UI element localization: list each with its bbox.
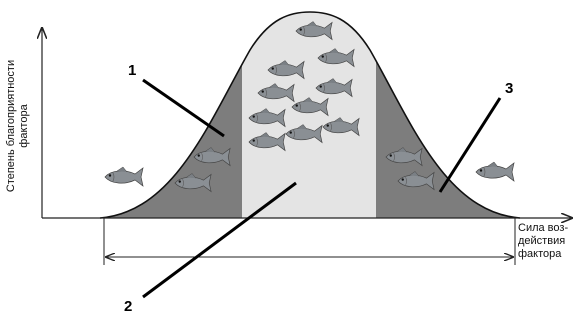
x-axis-label-line1: Сила воз- — [518, 222, 569, 234]
fish-icon — [104, 166, 144, 187]
y-axis-label: Степень благоприятности фактора — [5, 51, 31, 201]
bell-curve — [99, 11, 521, 219]
x-axis-label: Сила воз- действия фактора — [518, 222, 578, 261]
fish-icon — [475, 161, 515, 182]
callout-number-3: 3 — [505, 80, 514, 97]
x-axis-label-line2: действия — [518, 235, 566, 247]
callout-line-2 — [142, 181, 297, 299]
callout-line-1 — [142, 78, 225, 138]
callout-number-1: 1 — [128, 62, 137, 79]
y-axis-label-line1: Степень благоприятности — [5, 59, 17, 193]
y-axis-label-line2: фактора — [18, 104, 30, 148]
callout-number-2: 2 — [124, 298, 133, 315]
pessimum-zone-right — [376, 12, 520, 218]
callout-line-3 — [438, 97, 502, 193]
x-axis-label-line3: фактора — [518, 248, 562, 260]
pessimum-zone-left — [100, 12, 242, 218]
